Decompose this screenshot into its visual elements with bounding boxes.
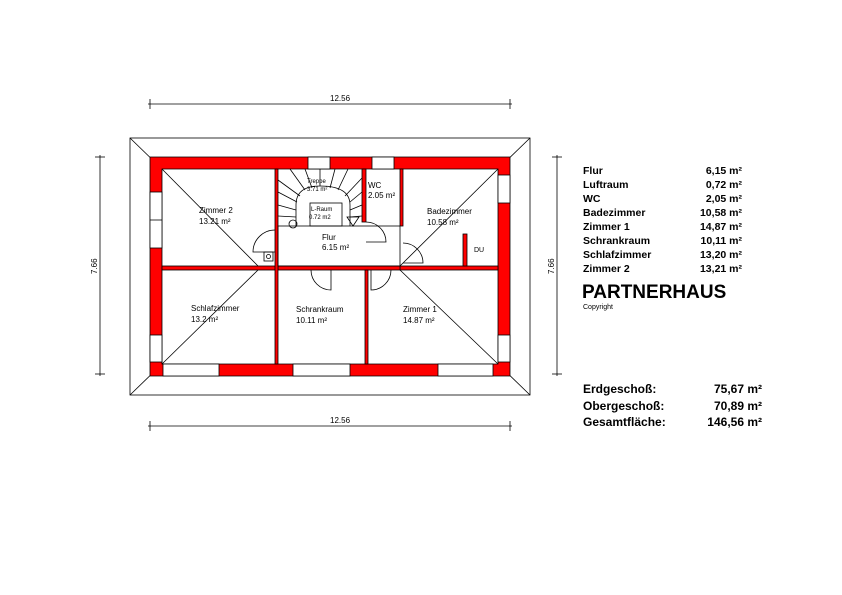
room-area: 2.05 m² — [368, 191, 395, 200]
area-value: 10,58 m² — [700, 207, 743, 219]
area-value: 14,87 m² — [700, 221, 743, 233]
room-name: WC — [368, 181, 382, 190]
room-area: 6.15 m² — [322, 243, 349, 252]
copyright: Copyright — [583, 304, 613, 311]
area-value: 6,15 m² — [706, 165, 743, 177]
dimension-label: 7.66 — [90, 258, 99, 274]
total-name: Gesamtfläche: — [583, 415, 666, 429]
room-name: Treppe — [307, 179, 326, 185]
total-name: Obergeschoß: — [583, 399, 664, 413]
area-name: Zimmer 1 — [583, 221, 630, 233]
staircase — [277, 168, 363, 229]
room-name: Badezimmer — [427, 207, 472, 216]
area-value: 10,11 m² — [701, 235, 743, 247]
room-area: 14.87 m² — [403, 316, 435, 325]
windows — [149, 156, 511, 377]
dimension-label: 12.56 — [330, 94, 351, 103]
area-value: 13,20 m² — [700, 249, 743, 261]
room-name: Schlafzimmer — [191, 304, 240, 313]
inner-walls — [161, 168, 499, 365]
area-name: Luftraum — [583, 179, 629, 191]
room-area: 13.2 m² — [191, 315, 218, 324]
totals: Erdgeschoß: 75,67 m² Obergeschoß: 70,89 … — [583, 382, 762, 429]
roof-hip-lines — [161, 168, 499, 365]
total-value: 146,56 m² — [707, 415, 762, 429]
room-area: 10.11 m² — [296, 316, 327, 325]
title: PARTNERHAUS — [582, 282, 726, 303]
dimension-label: 12.56 — [330, 416, 351, 425]
area-value: 13,21 m² — [700, 263, 743, 275]
room-name: Zimmer 1 — [403, 305, 437, 314]
dimension-top: 12.56 — [148, 94, 512, 109]
room-name: L-Raum — [311, 207, 332, 213]
area-name: Zimmer 2 — [583, 263, 630, 275]
room-area: 3.71 m² — [307, 187, 327, 193]
dimension-label: 7.66 — [547, 258, 556, 274]
area-name: Schrankraum — [583, 235, 650, 247]
total-value: 75,67 m² — [714, 382, 762, 396]
room-name: Zimmer 2 — [199, 206, 233, 215]
total-name: Erdgeschoß: — [583, 382, 656, 396]
area-name: Schlafzimmer — [583, 249, 651, 261]
area-value: 2,05 m² — [706, 193, 743, 205]
area-name: Flur — [583, 165, 603, 177]
room-name: Flur — [322, 233, 336, 242]
area-value: 0,72 m² — [706, 179, 743, 191]
area-name: WC — [583, 193, 601, 205]
area-table: Flur 6,15 m² Luftraum 0,72 m² WC 2,05 m²… — [583, 165, 743, 275]
room-area: 0.72 m2 — [309, 215, 331, 221]
room-name: DU — [474, 247, 484, 254]
dimension-right: 7.66 — [547, 155, 562, 376]
area-name: Badezimmer — [583, 207, 645, 219]
dimension-bottom: 12.56 — [148, 416, 512, 431]
dimension-left: 7.66 — [90, 155, 105, 376]
total-value: 70,89 m² — [714, 399, 762, 413]
room-area: 13.21 m² — [199, 217, 231, 226]
doors — [252, 221, 424, 291]
room-area: 10.58 m² — [427, 218, 459, 227]
room-name: Schrankraum — [296, 305, 344, 314]
